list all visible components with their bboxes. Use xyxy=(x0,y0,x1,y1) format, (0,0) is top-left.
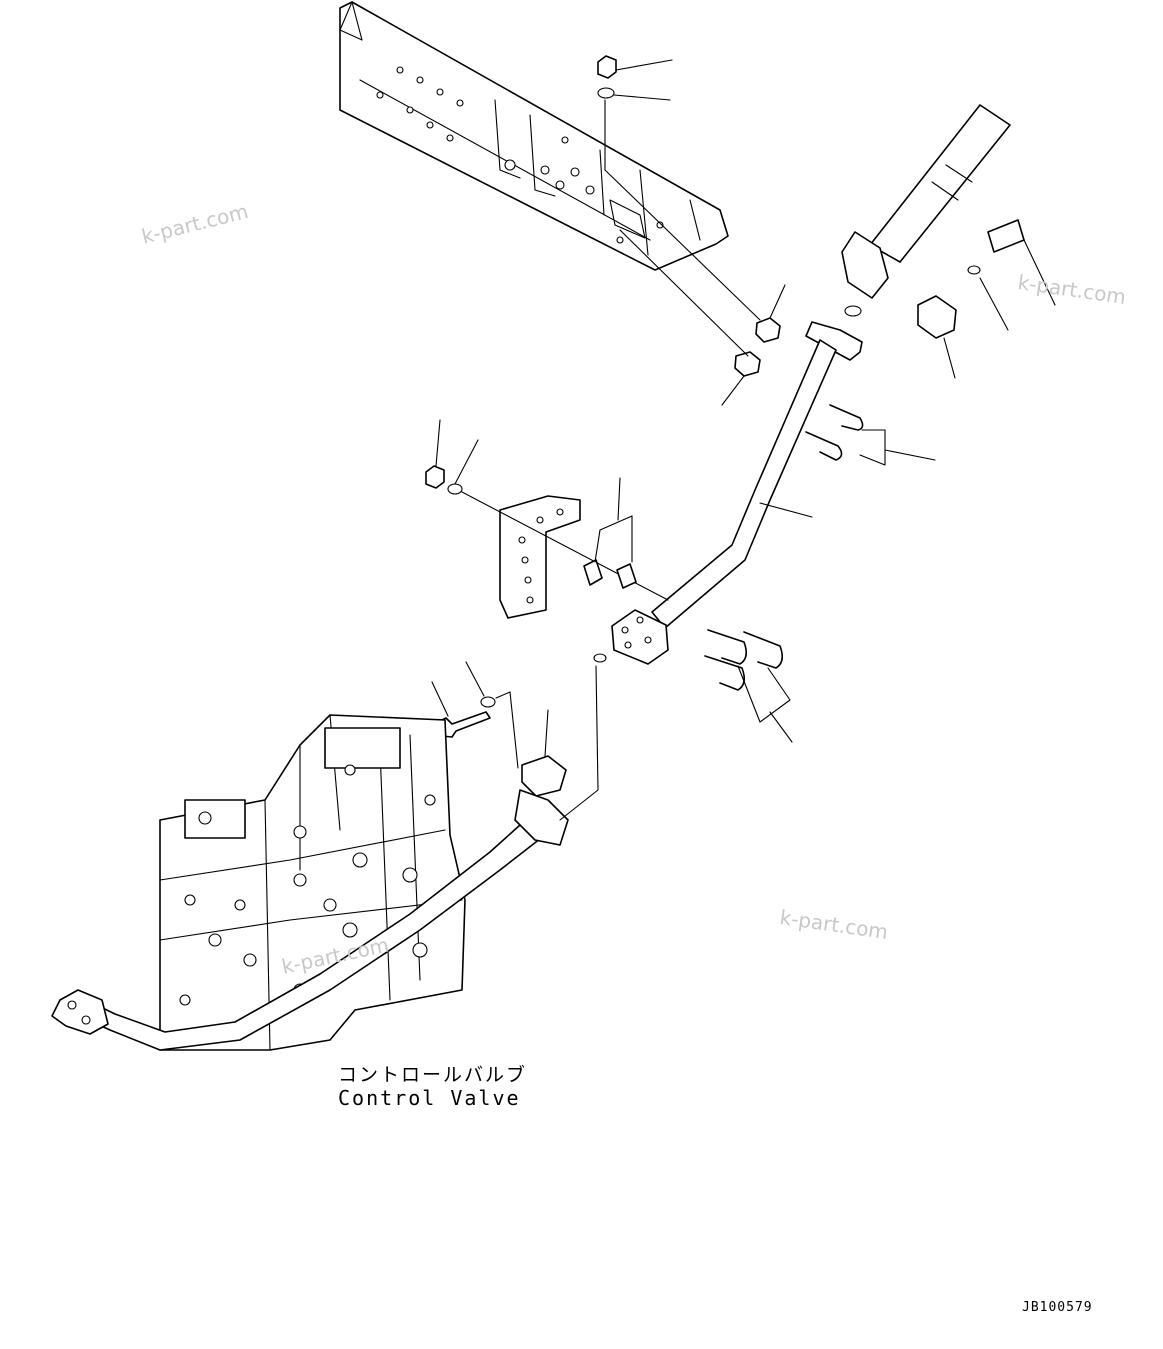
main-tube xyxy=(593,321,863,665)
right-clamp-set xyxy=(917,219,1056,379)
upper-clamps xyxy=(619,229,786,406)
u-bolts-upper xyxy=(805,404,936,466)
mid-bracket xyxy=(499,495,581,619)
frame-bracket xyxy=(339,1,729,271)
drawing-number: JB100579 xyxy=(1022,1300,1093,1315)
control-valve xyxy=(159,714,466,1051)
lower-bolt-clamp xyxy=(431,661,567,797)
control-valve-hose xyxy=(51,665,599,1051)
control-valve-label-jp: コントロールバルブ xyxy=(338,1064,528,1086)
control-valve-label-en: Control Valve xyxy=(338,1086,521,1110)
upper-nut-washer xyxy=(597,55,761,321)
mid-clips xyxy=(583,477,637,589)
upper-hose xyxy=(841,104,1011,317)
u-bolts-lower xyxy=(704,629,793,743)
